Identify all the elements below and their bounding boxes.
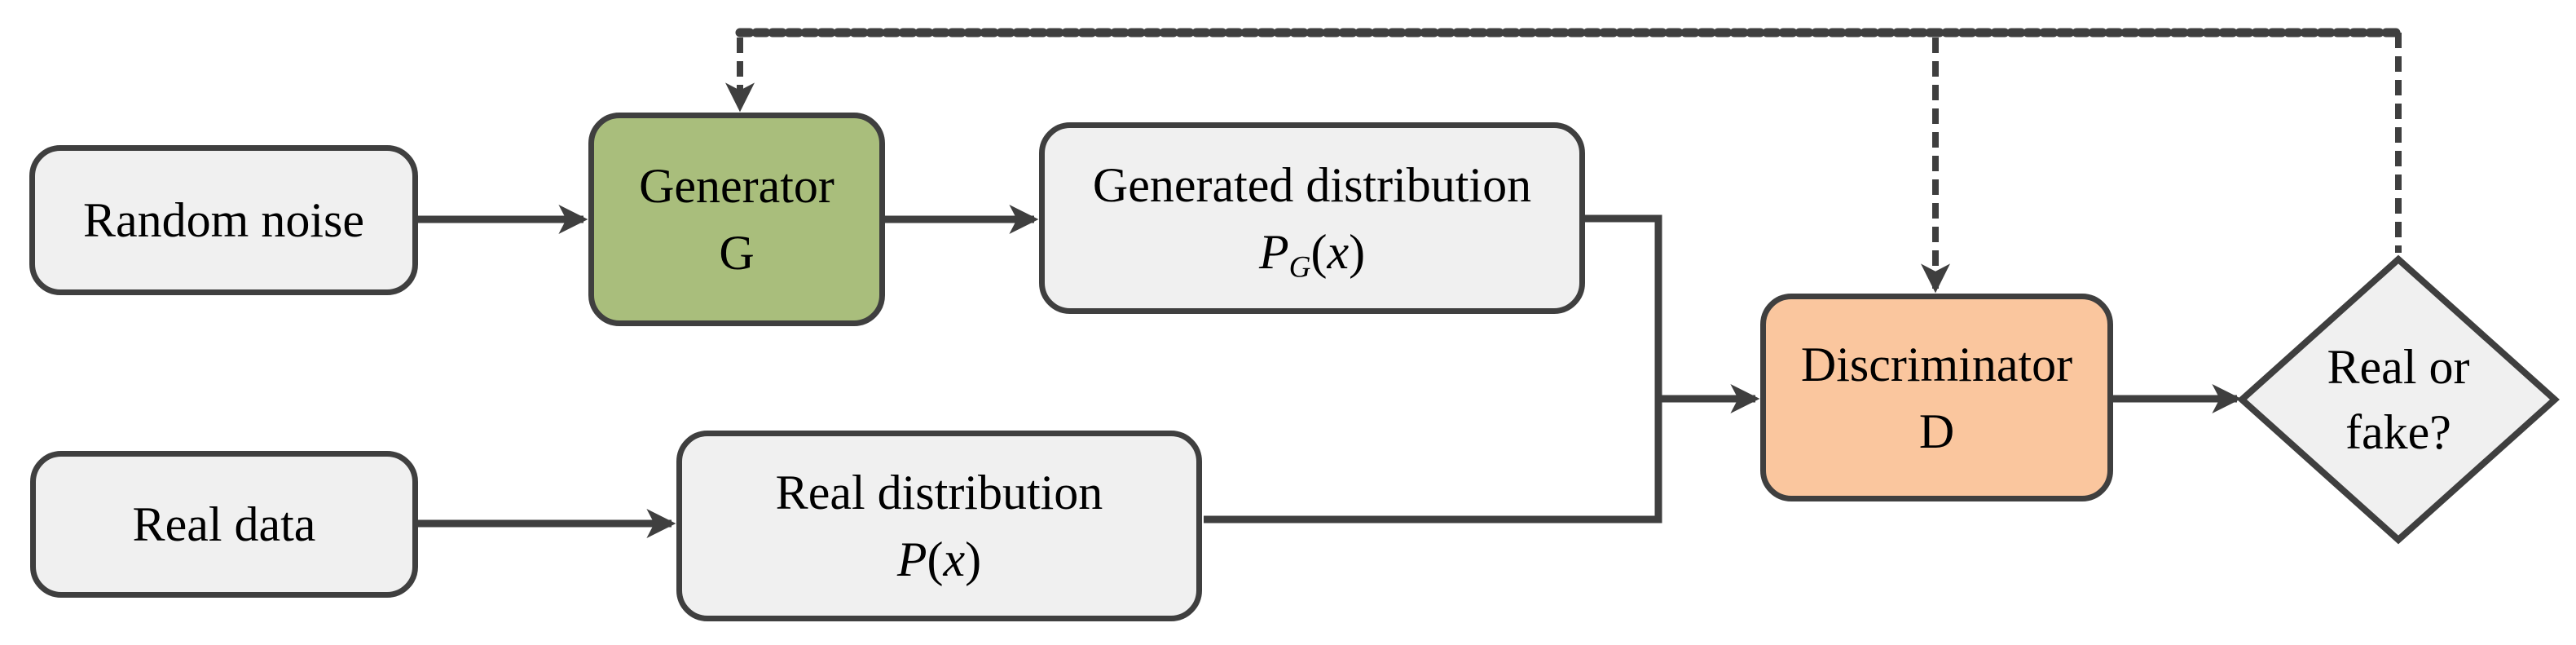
generator-symbol: G [719, 226, 755, 280]
node-generator: Generator G [588, 113, 885, 326]
generator-label: Generator [639, 159, 834, 213]
discriminator-label: Discriminator [1800, 337, 2073, 391]
generated-distribution-formula: PG(x) [1258, 224, 1366, 284]
node-real-data: Real data [30, 451, 418, 598]
decision-diamond-shape [2237, 254, 2560, 545]
node-generated-distribution: Generated distribution PG(x) [1039, 122, 1585, 314]
decision-line1: Real or [2327, 340, 2470, 394]
node-real-distribution: Real distribution P(x) [676, 431, 1202, 621]
connector-distributions-merge [1204, 214, 1662, 524]
random-noise-label: Random noise [83, 193, 364, 247]
node-random-noise: Random noise [29, 145, 418, 295]
node-decision-label: Real or fake? [2260, 310, 2537, 489]
decision-line2: fake? [2345, 405, 2451, 459]
node-discriminator: Discriminator D [1760, 294, 2113, 501]
real-distribution-formula: P(x) [896, 532, 982, 586]
discriminator-symbol: D [1918, 404, 1955, 458]
generated-distribution-label: Generated distribution [1092, 157, 1532, 212]
real-data-label: Real data [132, 497, 316, 551]
real-distribution-label: Real distribution [775, 466, 1103, 519]
